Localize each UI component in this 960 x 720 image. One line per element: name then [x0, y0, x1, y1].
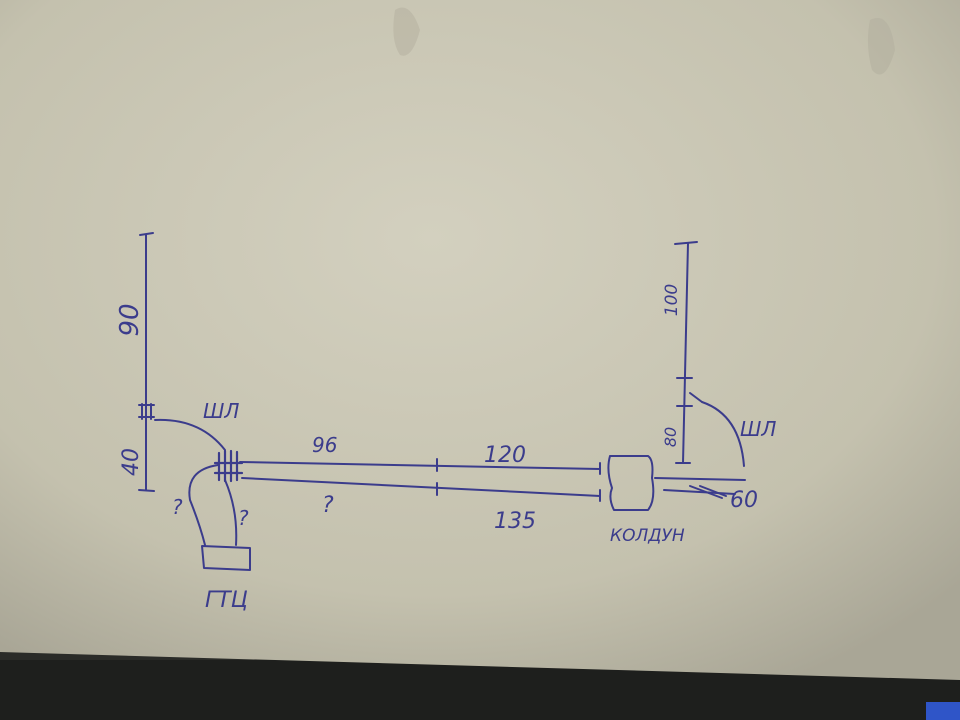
pump-hose-left — [188, 464, 219, 546]
paper-stain — [393, 7, 420, 56]
main-lower-line — [241, 477, 601, 497]
upper-segment-1-label: 96 — [312, 433, 337, 457]
paper-sheet — [0, 0, 960, 680]
pump-label: ГТЦ — [205, 588, 248, 613]
left-manifold — [213, 449, 244, 483]
left-hose-line — [154, 418, 226, 451]
lower-segment-2-label: 135 — [494, 509, 536, 534]
main-upper-line — [239, 458, 601, 472]
left-hose-label: ШЛ — [203, 399, 239, 423]
right-hose-label: ШЛ — [740, 417, 776, 441]
outlet-length-label: 60 — [730, 488, 758, 513]
pump-hose-right — [224, 479, 238, 546]
blue-object — [926, 702, 960, 720]
right-riser — [674, 241, 703, 464]
left-riser — [138, 232, 155, 492]
paper-stain-2 — [867, 18, 895, 75]
floor-shadow — [0, 660, 960, 720]
right-riser-bottom-length: 80 — [661, 427, 680, 447]
right-hose-line — [701, 401, 745, 467]
pump-hose-left-label: ? — [172, 495, 183, 519]
pump-hose-right-label: ? — [238, 506, 249, 530]
right-riser-top-length: 100 — [662, 284, 682, 316]
tap-fitting — [599, 455, 746, 511]
lower-segment-1-label: ? — [322, 493, 334, 518]
left-riser-top-length: 90 — [115, 303, 145, 336]
outlet-line — [663, 485, 736, 499]
upper-segment-2-label: 120 — [484, 443, 526, 468]
left-riser-bottom-length: 40 — [119, 448, 144, 476]
tap-label: КОЛДУН — [610, 526, 685, 546]
pump-box — [201, 545, 251, 571]
